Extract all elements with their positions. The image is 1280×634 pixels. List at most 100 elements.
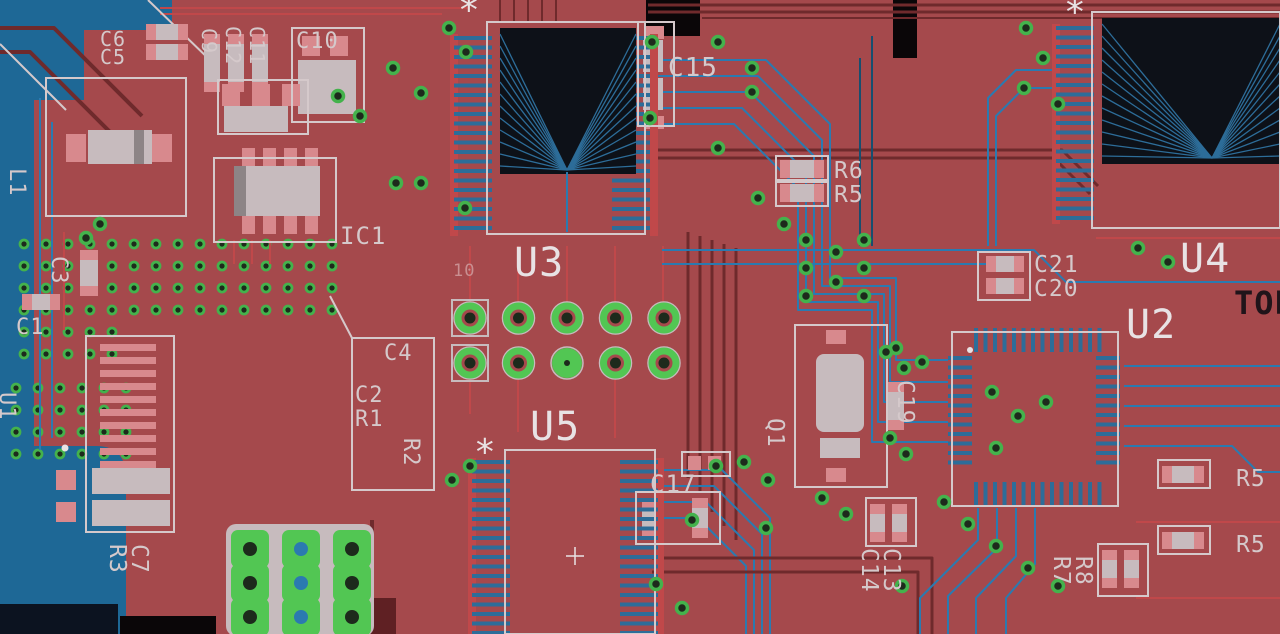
ic-pin[interactable] (454, 131, 492, 135)
copper-trace[interactable] (919, 508, 979, 634)
via[interactable] (838, 506, 854, 522)
ic-pin[interactable] (1088, 328, 1092, 352)
component-body[interactable] (134, 130, 144, 164)
connector-pad[interactable] (100, 383, 156, 390)
chip-pad[interactable] (1194, 532, 1204, 549)
chip-pad[interactable] (892, 532, 907, 542)
ref-label-C2[interactable]: C2 (355, 383, 384, 408)
stitch-via[interactable] (150, 260, 162, 272)
ic-pin[interactable] (1040, 482, 1045, 506)
via[interactable] (330, 88, 346, 104)
ic-pin[interactable] (1097, 328, 1102, 352)
ic-pin[interactable] (1056, 102, 1094, 106)
stitch-via[interactable] (84, 348, 96, 360)
copper-trace[interactable] (652, 556, 934, 634)
ic-pin[interactable] (1056, 159, 1094, 163)
ic-pin[interactable] (454, 207, 492, 211)
chip-pad[interactable] (870, 504, 885, 514)
stitch-via[interactable] (172, 260, 184, 272)
via[interactable] (856, 288, 872, 304)
stitch-via[interactable] (62, 326, 74, 338)
ic-pin[interactable] (472, 621, 510, 626)
connector-pad[interactable] (100, 435, 156, 442)
via[interactable] (1020, 560, 1036, 576)
chip-pad[interactable] (80, 286, 98, 296)
via[interactable] (1010, 408, 1026, 424)
chip-pad[interactable] (886, 382, 904, 392)
ic-pin[interactable] (472, 507, 510, 512)
ic-pin[interactable] (993, 482, 997, 506)
smd-pad[interactable] (302, 36, 320, 56)
via[interactable] (708, 458, 724, 474)
copper-trace[interactable] (652, 570, 920, 634)
ic-pin[interactable] (1096, 365, 1120, 370)
ic-pin[interactable] (1002, 328, 1007, 352)
ic-pin[interactable] (612, 178, 650, 183)
stitch-via[interactable] (238, 282, 250, 294)
ic-pin[interactable] (1002, 482, 1007, 506)
ic-pin[interactable] (993, 328, 997, 352)
ref-label-C1[interactable]: C1 (16, 315, 45, 340)
ref-label-C5[interactable]: C5 (100, 45, 126, 69)
ic-pin[interactable] (1096, 403, 1120, 408)
stitch-via[interactable] (62, 238, 74, 250)
ic-pin[interactable] (472, 488, 510, 493)
chip-body[interactable] (996, 256, 1014, 272)
stitch-via[interactable] (128, 260, 140, 272)
via[interactable] (894, 578, 910, 594)
ic-pin[interactable] (1056, 111, 1094, 116)
ic-pin[interactable] (472, 602, 510, 607)
stitch-via[interactable] (106, 282, 118, 294)
ic-outline-U5[interactable] (504, 449, 656, 634)
via[interactable] (444, 472, 460, 488)
copper-trace[interactable] (995, 87, 1058, 246)
ic-pin[interactable] (1056, 54, 1094, 59)
via[interactable] (462, 458, 478, 474)
header-pad[interactable] (600, 347, 631, 379)
chip-pad[interactable] (642, 528, 658, 538)
smd-pad[interactable] (826, 468, 846, 482)
connector-pad[interactable] (100, 344, 156, 351)
via[interactable] (1050, 96, 1066, 112)
ic-pin[interactable] (472, 498, 510, 502)
via[interactable] (1050, 578, 1066, 594)
ic-pin[interactable] (1056, 26, 1094, 30)
via[interactable] (744, 84, 760, 100)
component-body[interactable] (816, 354, 864, 432)
via[interactable] (828, 244, 844, 260)
ref-label-TOP[interactable]: TOP (1234, 284, 1280, 322)
ref-label-C9[interactable]: C9 (197, 28, 221, 54)
copper-trace[interactable] (987, 69, 1058, 246)
header-pad[interactable] (551, 302, 583, 334)
chip-pad[interactable] (1124, 578, 1139, 588)
ic-pin[interactable] (1056, 35, 1094, 40)
stitch-via[interactable] (84, 304, 96, 316)
chip-pad[interactable] (228, 34, 244, 44)
stitch-via[interactable] (238, 304, 250, 316)
copper-trace[interactable] (0, 50, 124, 146)
stitch-via[interactable] (76, 448, 88, 460)
stitch-via[interactable] (128, 304, 140, 316)
ic-pin[interactable] (1088, 482, 1092, 506)
stitch-via[interactable] (172, 282, 184, 294)
ic-pin[interactable] (612, 197, 650, 202)
ic-pin[interactable] (472, 555, 510, 559)
stitch-via[interactable] (10, 448, 22, 460)
ic-pin[interactable] (948, 413, 972, 417)
ic-pin[interactable] (1069, 482, 1073, 506)
chip-body[interactable] (1102, 560, 1117, 578)
ic-pin[interactable] (454, 169, 492, 173)
ic-pin[interactable] (1031, 482, 1035, 506)
ic-pin[interactable] (948, 422, 972, 427)
stitch-via[interactable] (128, 282, 140, 294)
ic-pin[interactable] (472, 469, 510, 474)
ic-pin[interactable] (620, 602, 658, 607)
stitch-via[interactable] (40, 282, 52, 294)
ic-pin[interactable] (454, 64, 492, 69)
stitch-via[interactable] (216, 304, 228, 316)
stitch-via[interactable] (238, 260, 250, 272)
stitch-via[interactable] (106, 238, 118, 250)
chip-pad[interactable] (1102, 550, 1117, 560)
copper-trace[interactable] (656, 517, 747, 634)
